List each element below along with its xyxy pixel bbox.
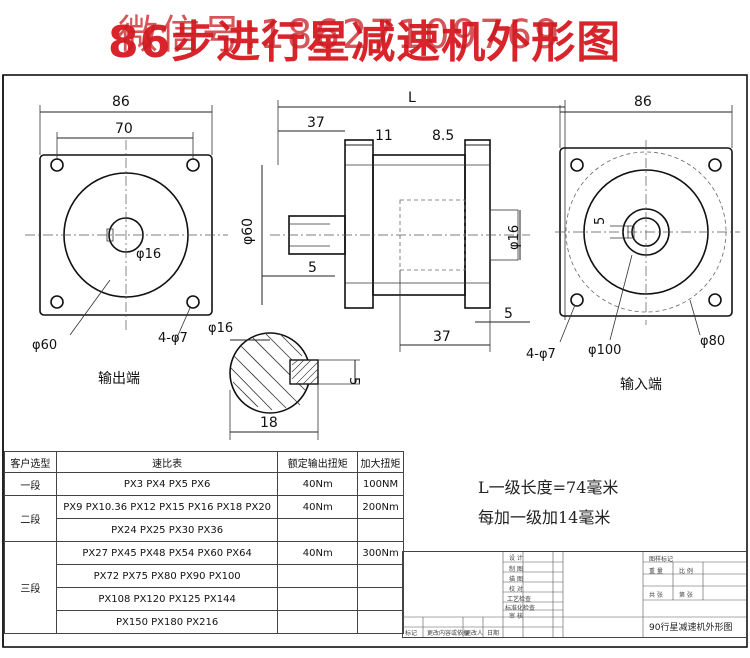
torque-cell xyxy=(277,610,359,634)
torque-cell xyxy=(277,587,359,611)
ratio-cell: PX24 PX25 PX30 PX36 xyxy=(55,518,279,542)
ratio-cell: PX9 PX10.36 PX12 PX15 PX16 PX18 PX20 xyxy=(55,495,279,519)
header-rated-torque: 额定输出扭矩 xyxy=(277,451,359,473)
ratio-cell: PX108 PX120 PX125 PX144 xyxy=(55,587,279,611)
torque-cell xyxy=(277,564,359,588)
dim-phi60-left: φ60 xyxy=(32,338,57,353)
dim-4phi7-right: 4-φ7 xyxy=(526,347,556,362)
table-row: PX72 PX75 PX80 PX90 PX100 xyxy=(5,564,404,588)
drawing-title: 86步进行星减速机外形图 xyxy=(108,17,622,68)
max-torque-cell: 300Nm xyxy=(357,541,404,565)
dim-phi60-side: φ60 xyxy=(240,218,256,245)
dim-86-left: 86 xyxy=(112,94,130,110)
dim-70: 70 xyxy=(115,121,133,137)
dim-11: 11 xyxy=(375,128,393,144)
torque-cell: 40Nm xyxy=(277,541,359,565)
ratio-cell: PX3 PX4 PX5 PX6 xyxy=(55,472,279,496)
dim-phi16-side: φ16 xyxy=(507,225,522,250)
input-end-label: 输入端 xyxy=(620,377,662,393)
dim-5-left: 5 xyxy=(308,260,317,276)
dim-5-input: 5 xyxy=(593,217,608,225)
header-ratio: 速比表 xyxy=(55,451,279,473)
length-note-2: 每加一级加14毫米 xyxy=(478,508,611,527)
table-row: PX108 PX120 PX125 PX144 xyxy=(5,587,404,611)
dim-phi80: φ80 xyxy=(700,334,725,349)
dim-phi16-key: φ16 xyxy=(208,321,233,336)
title-block: 设 计 制 图 描 图 校 对 工艺检查 标准化检查 审 核 标记 更改内容或依… xyxy=(402,551,747,638)
dim-4phi7-left: 4-φ7 xyxy=(158,331,188,346)
key-section-view: φ16 5 18 xyxy=(208,321,361,440)
torque-cell: 40Nm xyxy=(277,495,359,519)
side-view: L 37 11 8.5 φ60 5 φ16 5 37 xyxy=(240,90,566,352)
dim-L: L xyxy=(408,90,416,106)
table-row: PX24 PX25 PX30 PX36 xyxy=(5,518,404,542)
max-torque-cell xyxy=(357,564,404,588)
ratio-table: 客户选型 速比表 额定输出扭矩 加大扭矩 一段 PX3 PX4 PX5 PX6 … xyxy=(4,451,404,634)
title-area: 86步进行星减速机外形图 微信号:18627109769 xyxy=(0,0,750,70)
torque-cell xyxy=(277,518,359,542)
dim-18: 18 xyxy=(260,415,278,431)
dim-86-right: 86 xyxy=(634,94,652,110)
stage-cell: 一段 xyxy=(4,472,57,496)
dim-5-key: 5 xyxy=(346,377,361,385)
max-torque-cell xyxy=(357,587,404,611)
dim-8-5: 8.5 xyxy=(432,128,454,144)
dim-5-right: 5 xyxy=(504,306,513,322)
max-torque-cell xyxy=(357,518,404,542)
output-end-view: 86 70 φ16 φ60 4-φ7 输出端 xyxy=(25,94,228,387)
dim-37-bottom: 37 xyxy=(433,329,451,345)
ratio-cell: PX27 PX45 PX48 PX54 PX60 PX64 xyxy=(55,541,279,565)
stage-cell: 二段 xyxy=(4,495,57,542)
max-torque-cell: 100NM xyxy=(357,472,404,496)
table-row: PX150 PX180 PX216 xyxy=(5,610,404,634)
ratio-cell: PX150 PX180 PX216 xyxy=(55,610,279,634)
output-end-label: 输出端 xyxy=(98,371,140,387)
dim-phi16-left: φ16 xyxy=(136,247,161,262)
dim-phi100: φ100 xyxy=(588,343,621,358)
watermark-text: 微信号:18627109769 xyxy=(118,12,562,58)
ratio-cell: PX72 PX75 PX80 PX90 PX100 xyxy=(55,564,279,588)
torque-cell: 40Nm xyxy=(277,472,359,496)
length-note-1: L一级长度=74毫米 xyxy=(478,478,619,497)
table-row: 三段 PX27 PX45 PX48 PX54 PX60 PX64 40Nm 30… xyxy=(4,541,404,634)
input-end-view: 86 5 4-φ7 φ100 φ80 输入端 xyxy=(526,94,740,393)
drawing-name: 90行星减速机外形图 xyxy=(649,623,733,633)
table-row: 二段 PX9 PX10.36 PX12 PX15 PX16 PX18 PX20 … xyxy=(4,495,404,542)
header-max-torque: 加大扭矩 xyxy=(357,451,404,473)
stage-cell: 三段 xyxy=(4,541,57,634)
title-block-grid xyxy=(403,552,746,637)
table-row: 一段 PX3 PX4 PX5 PX6 40Nm 100NM xyxy=(4,472,404,496)
dim-37-top: 37 xyxy=(307,115,325,131)
max-torque-cell: 200Nm xyxy=(357,495,404,519)
header-model: 客户选型 xyxy=(4,451,57,473)
max-torque-cell xyxy=(357,610,404,634)
